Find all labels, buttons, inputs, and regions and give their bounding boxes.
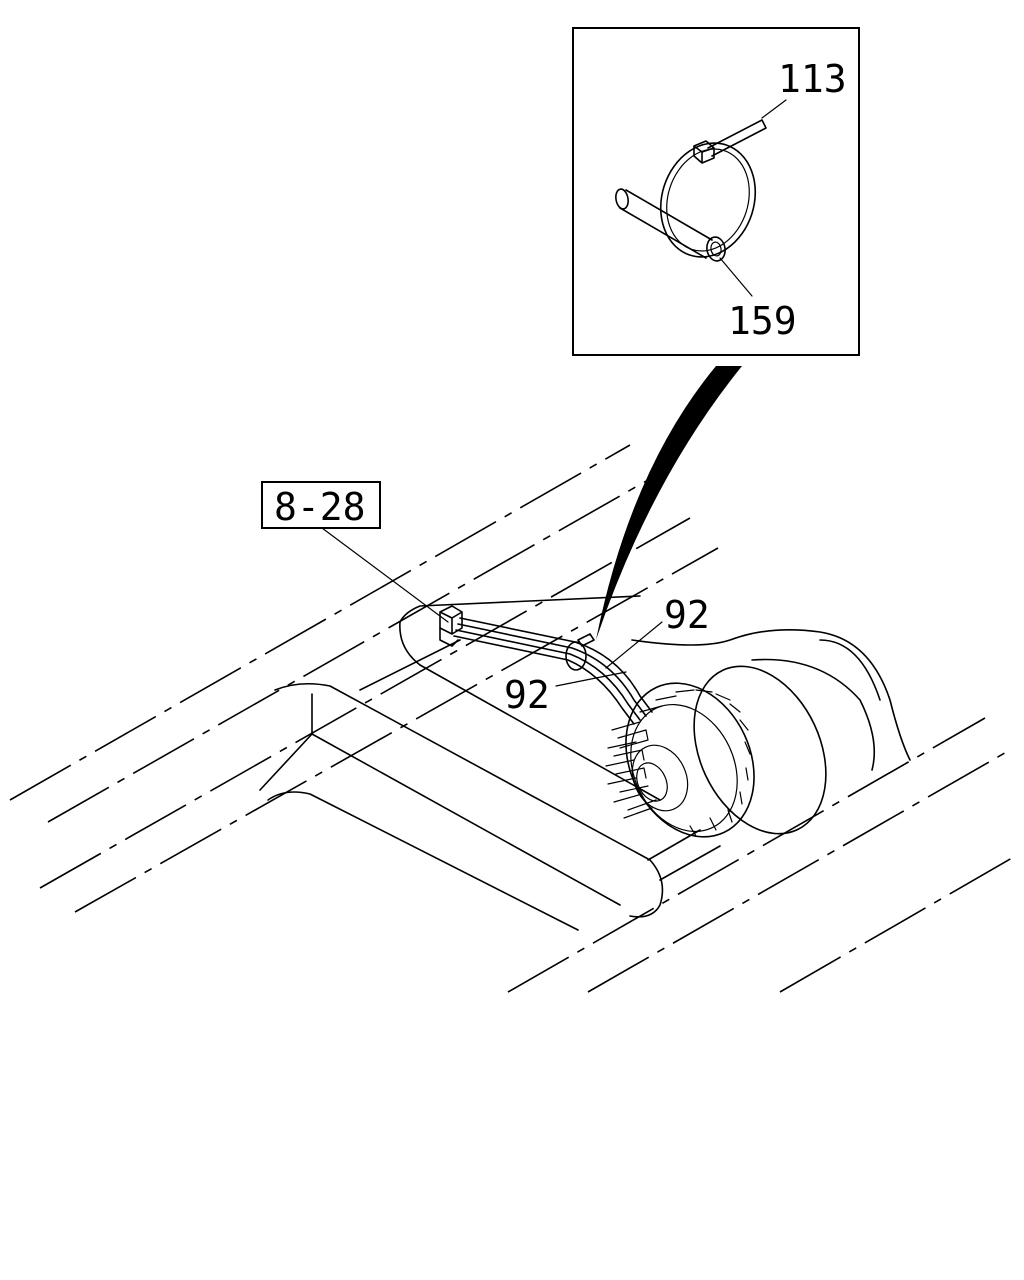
tube-illustration: [615, 188, 726, 262]
ref-box-leader: [321, 527, 449, 623]
part-number-92-upper: 92: [664, 593, 710, 637]
part-number-92-lower: 92: [504, 673, 550, 717]
reference-label-box: 8-28: [261, 481, 381, 529]
ref-box-frame: [261, 481, 381, 529]
detail-inset-frame: [572, 27, 860, 356]
part-number-113: 113: [778, 57, 847, 101]
vehicle-floor-frame: [9, 444, 1013, 993]
tie-leader-line: [761, 99, 787, 119]
tube-leader-line: [719, 257, 753, 297]
detail-inset: 113 159: [572, 27, 860, 356]
part-number-159: 159: [728, 299, 797, 343]
sensor-rotor: [605, 639, 881, 838]
ref-box-text: 8-28: [274, 485, 366, 529]
harness-lower-leader: [555, 671, 627, 687]
cable-tie-illustration: [659, 119, 767, 258]
harness-upper-leader: [605, 621, 663, 669]
